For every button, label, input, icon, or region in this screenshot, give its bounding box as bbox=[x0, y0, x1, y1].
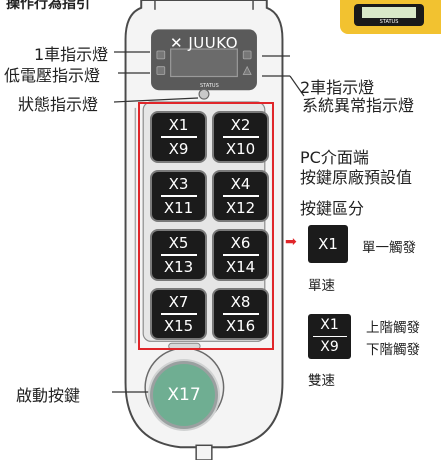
key-top-label: X5 bbox=[168, 234, 189, 253]
key-bottom-label: X16 bbox=[225, 316, 256, 335]
legend-dual-top: X1 bbox=[320, 316, 339, 333]
arrow-right-icon: ➡ bbox=[285, 234, 297, 250]
key-bottom-label: X11 bbox=[163, 198, 194, 217]
key-grid-highlight bbox=[138, 102, 274, 350]
lcd-window bbox=[170, 48, 238, 78]
key-bottom-label: X10 bbox=[225, 139, 256, 158]
start-button[interactable]: X17 bbox=[153, 364, 215, 426]
brand-logo: ✕ JUUKO bbox=[170, 34, 238, 52]
key-bottom-label: X14 bbox=[225, 257, 256, 276]
key-x1-x9[interactable]: X1 X9 bbox=[152, 113, 205, 161]
status-lamp bbox=[198, 88, 210, 100]
status-text: STATUS bbox=[200, 83, 219, 89]
legend-pc-line2: 按鍵原廠預設值 bbox=[300, 168, 413, 187]
key-top-label: X8 bbox=[230, 293, 251, 312]
legend-section-title: 按鍵區分 bbox=[300, 199, 365, 218]
key-x3-x11[interactable]: X3 X11 bbox=[152, 172, 205, 220]
device-thumbnail: STATUS bbox=[340, 0, 441, 34]
legend-pc-line1: PC介面端 bbox=[300, 148, 369, 167]
key-bottom-label: X13 bbox=[163, 257, 194, 276]
low-voltage-lamp bbox=[156, 66, 166, 75]
brand-name: JUUKO bbox=[188, 34, 239, 52]
system-error-lamp bbox=[242, 65, 252, 75]
key-x8-x16[interactable]: X8 X16 bbox=[214, 290, 267, 338]
label-status-indicator: 狀態指示燈 bbox=[18, 95, 99, 114]
leader-error-b bbox=[289, 75, 305, 97]
legend-dual-speed: 雙速 bbox=[308, 373, 335, 389]
label-system-error-indicator: 系統異常指示燈 bbox=[302, 96, 415, 115]
key-bottom-label: X9 bbox=[168, 139, 189, 158]
legend-dual-bottom: X9 bbox=[320, 339, 339, 356]
legend-single-speed: 單速 bbox=[308, 278, 335, 294]
key-top-label: X1 bbox=[168, 116, 189, 135]
car1-lamp bbox=[156, 50, 166, 60]
key-top-label: X4 bbox=[230, 175, 251, 194]
legend-upper-trigger: 上階觸發 bbox=[366, 320, 420, 336]
leader-status bbox=[113, 97, 199, 103]
label-start-key: 啟動按鍵 bbox=[16, 386, 81, 405]
thumbnail-status: STATUS bbox=[379, 19, 399, 25]
label-car2-indicator: 2車指示燈 bbox=[300, 78, 375, 97]
legend-single-key: X1 bbox=[308, 225, 348, 263]
key-top-label: X3 bbox=[168, 175, 189, 194]
legend-lower-trigger: 下階觸發 bbox=[366, 342, 420, 358]
key-top-label: X6 bbox=[230, 234, 251, 253]
logo-mark-icon: ✕ bbox=[170, 34, 184, 52]
key-x2-x10[interactable]: X2 X10 bbox=[214, 113, 267, 161]
legend-single-trigger: 單一觸發 bbox=[362, 240, 416, 256]
top-caption: 操作行為指引 bbox=[6, 0, 90, 12]
key-bottom-label: X15 bbox=[163, 316, 194, 335]
legend-dual-key: X1 X9 bbox=[308, 314, 351, 359]
key-x6-x14[interactable]: X6 X14 bbox=[214, 231, 267, 279]
key-x4-x12[interactable]: X4 X12 bbox=[214, 172, 267, 220]
key-x7-x15[interactable]: X7 X15 bbox=[152, 290, 205, 338]
key-bottom-label: X12 bbox=[225, 198, 256, 217]
label-car1-indicator: 1車指示燈 bbox=[34, 45, 109, 64]
key-top-label: X7 bbox=[168, 293, 189, 312]
key-top-label: X2 bbox=[230, 116, 251, 135]
key-x5-x13[interactable]: X5 X13 bbox=[152, 231, 205, 279]
label-low-voltage-indicator: 低電壓指示燈 bbox=[4, 66, 101, 85]
car2-lamp bbox=[242, 50, 252, 60]
thumbnail-screen bbox=[362, 7, 416, 18]
